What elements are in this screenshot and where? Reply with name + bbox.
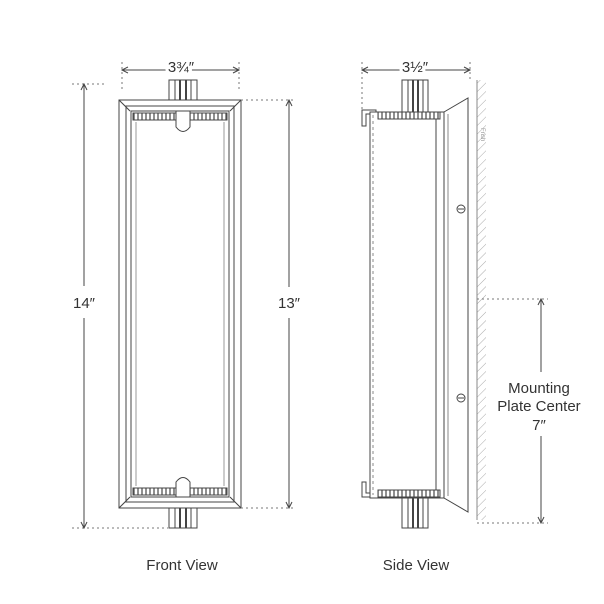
front-overall-height-label: 14″ <box>73 295 96 312</box>
side-wall-tag: Fnsh <box>479 128 485 141</box>
side-upper-screw <box>456 204 466 214</box>
side-top-stem <box>401 79 429 113</box>
side-fixture-body <box>369 111 445 499</box>
front-glass-height-dimension <box>241 98 296 510</box>
front-bottom-stem <box>168 505 198 529</box>
side-depth-label: 3½″ <box>402 59 429 76</box>
front-top-clip <box>175 110 191 132</box>
side-depth-dimension <box>360 62 472 112</box>
side-top-ribbed-band <box>377 111 441 120</box>
side-lower-screw <box>456 393 466 403</box>
mounting-label-line1: Mounting <box>508 380 570 397</box>
side-bottom-ribbed-band <box>377 489 441 498</box>
side-bottom-stem <box>401 497 429 529</box>
side-view <box>360 62 548 529</box>
front-width-dimension <box>120 62 241 90</box>
mounting-label-line2: Plate Center <box>497 398 580 415</box>
front-glass-height-label: 13″ <box>278 295 301 312</box>
front-top-stem <box>168 79 198 103</box>
front-width-label: 3¾″ <box>168 59 195 76</box>
mounting-dim-label: 7″ <box>532 417 546 434</box>
side-backplate <box>443 97 469 513</box>
front-outer-frame <box>118 99 242 509</box>
side-wall <box>476 80 486 520</box>
front-overall-height-dimension <box>72 82 168 530</box>
front-bottom-clip <box>175 477 191 498</box>
front-view <box>72 62 296 530</box>
side-view-caption: Side View <box>383 557 450 574</box>
side-mounting-dimension <box>477 297 548 525</box>
front-view-caption: Front View <box>146 557 218 574</box>
